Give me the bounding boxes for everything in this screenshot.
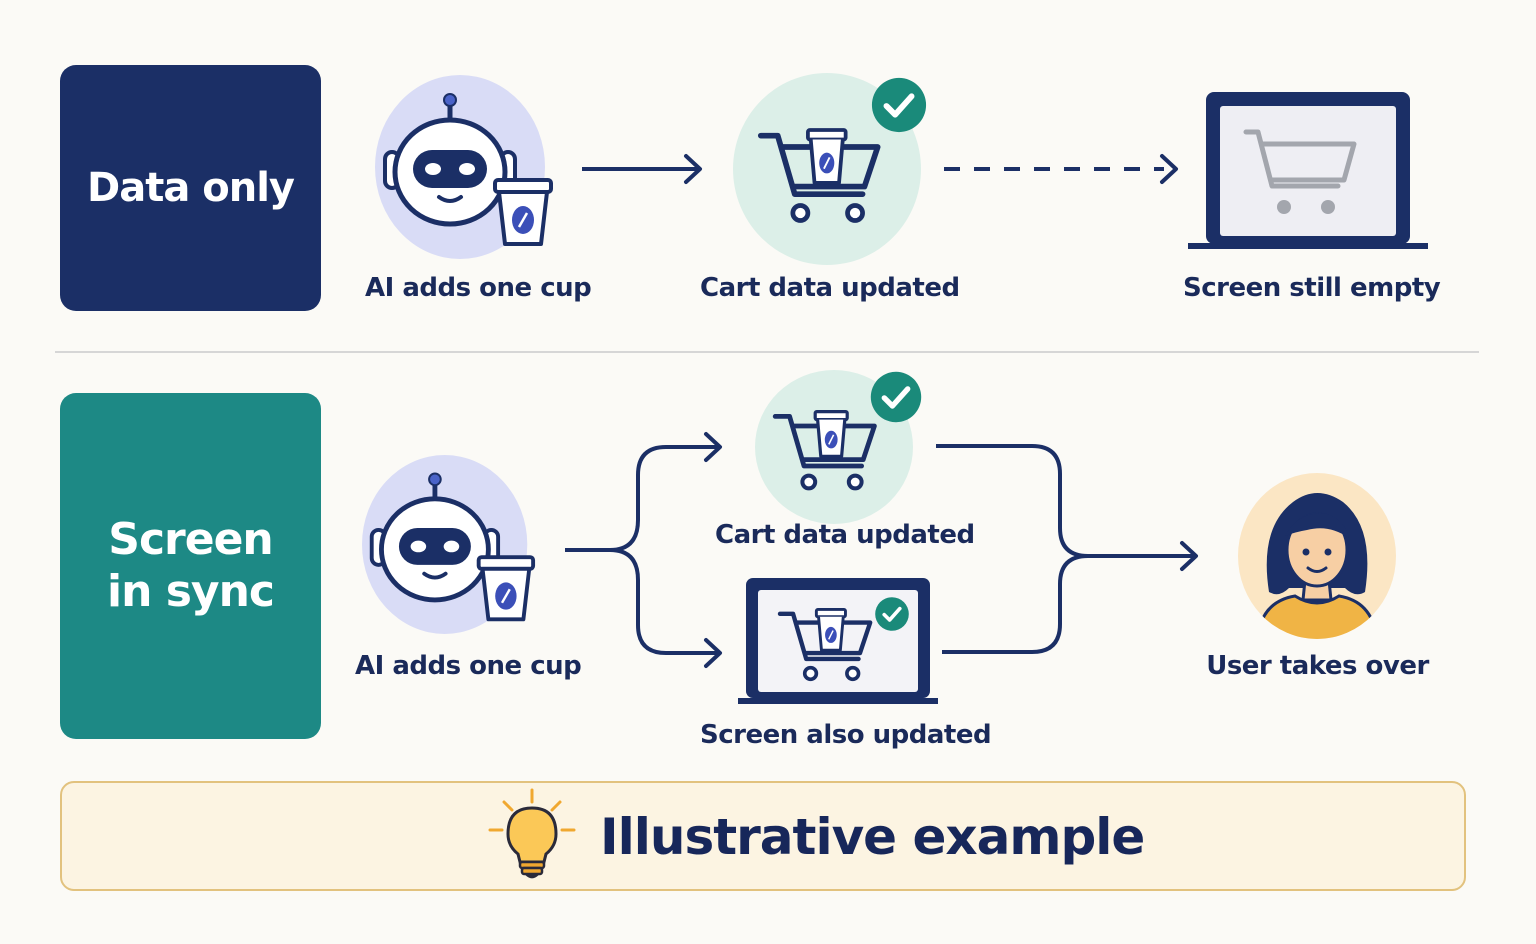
row-divider: [55, 351, 1479, 353]
result-caption: User takes over: [1206, 651, 1429, 681]
cart-icon: [772, 408, 884, 500]
cart-icon: [757, 125, 889, 235]
check-icon: [874, 596, 910, 632]
lightbulb-icon: [488, 788, 576, 879]
laptop-empty-icon: [1188, 92, 1428, 249]
branch-caption: Cart data updated: [715, 520, 975, 550]
check-icon: [870, 76, 928, 134]
robot-icon: [375, 72, 555, 262]
dashed-arrow-icon: [944, 154, 1178, 184]
illustrative-banner: [60, 781, 1466, 891]
row-label-screen-in-sync: Screen in sync: [60, 393, 321, 739]
merge-arrows-icon: [936, 444, 1198, 654]
row-label-line: in sync: [106, 566, 275, 617]
robot-icon: [362, 452, 537, 637]
cart-icon: [776, 608, 880, 688]
step-caption: AI adds one cup: [365, 273, 592, 303]
user-avatar-icon: [1238, 473, 1396, 639]
step-caption: AI adds one cup: [355, 651, 582, 681]
check-icon: [869, 370, 923, 424]
arrow-icon: [582, 154, 702, 184]
branch-caption: Screen also updated: [700, 720, 992, 750]
branch-arrows-icon: [565, 432, 722, 668]
banner-text: Illustrative example: [600, 808, 1145, 866]
row-label-line: Screen: [108, 514, 273, 565]
row-label-data-only: Data only: [60, 65, 321, 311]
step-caption: Screen still empty: [1183, 273, 1441, 303]
step-caption: Cart data updated: [700, 273, 960, 303]
row-label-text: Data only: [87, 165, 295, 211]
